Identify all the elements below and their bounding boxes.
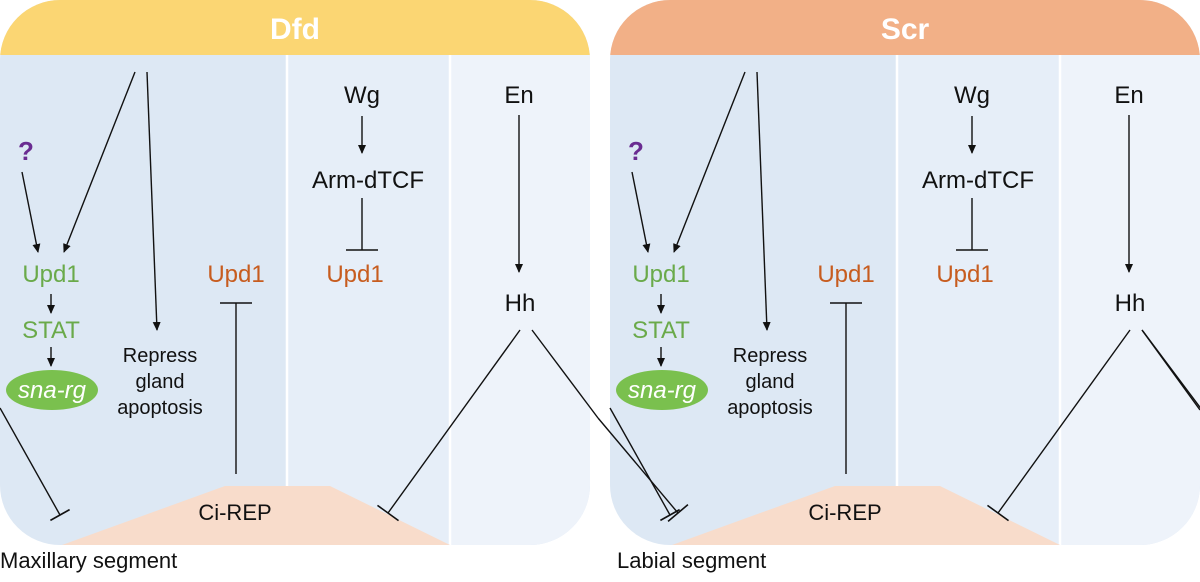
inhibit-left-to-ci-rep-stem	[609, 407, 671, 516]
hh-label: Hh	[505, 290, 536, 317]
arrow-question-to-upd1	[21, 171, 41, 253]
panel-header-bar	[0, 0, 590, 55]
arrow-header-to-upd1	[673, 71, 746, 253]
ci-rep-region	[672, 486, 1060, 545]
en-label: En	[1114, 82, 1143, 109]
wg-label: Wg	[344, 82, 380, 109]
panel-bg-middle	[287, 0, 450, 545]
sna-rg-ellipse	[6, 370, 98, 410]
wg-label: Wg	[954, 82, 990, 109]
arrow-question-to-upd1	[631, 171, 651, 253]
inhibit-left-to-ci-rep-stem	[0, 407, 61, 516]
stat-label: STAT	[632, 317, 690, 344]
inhibit-ci-rep-upd1	[220, 302, 252, 474]
arm-dtcf-label: Arm-dTCF	[312, 167, 424, 194]
stat-label: STAT	[22, 317, 80, 344]
inhibit-ci-rep-upd1	[830, 302, 862, 474]
inhibit-hh-to-ci-rep-stem	[387, 329, 521, 514]
question-mark: ?	[628, 136, 644, 166]
ci-rep-label: Ci-REP	[808, 500, 881, 525]
arrow-header-to-repress	[146, 71, 161, 331]
inhibit-dfd-hh-to-scr-ci-rep-bar	[667, 504, 689, 522]
panel-header-label: Scr	[881, 13, 930, 46]
upd1-green-label: Upd1	[22, 261, 79, 288]
arrow-header-to-upd1	[63, 71, 136, 253]
panel-bg-middle	[897, 0, 1060, 545]
sna-rg-label: sna-rg	[18, 377, 87, 404]
repress-line-2: gland	[136, 371, 185, 393]
repress-line-3: apoptosis	[117, 397, 203, 419]
inhibit-hh-to-ci-rep-bar	[986, 504, 1010, 522]
inhibit-left-to-ci-rep	[0, 407, 70, 522]
ci-rep-label: Ci-REP	[198, 500, 271, 525]
inhibit-hh-to-ci-rep	[986, 329, 1131, 522]
en-label: En	[504, 82, 533, 109]
panel-body-scr	[610, 0, 1200, 545]
inhibit-arm-upd1	[346, 198, 378, 251]
sna-rg-ellipse	[616, 370, 708, 410]
inhibit-hh-to-ci-rep	[376, 329, 521, 522]
upd1-orange-left-label: Upd1	[817, 261, 874, 288]
question-mark: ?	[18, 136, 34, 166]
repress-line-3: apoptosis	[727, 397, 813, 419]
arrow-header-to-repress	[756, 71, 771, 331]
inhibit-hh-to-ci-rep-stem	[997, 329, 1131, 514]
inhibit-left-to-ci-rep-bar	[50, 508, 70, 522]
upd1-orange-left-label: Upd1	[207, 261, 264, 288]
upd1-orange-mid-label: Upd1	[936, 261, 993, 288]
maxillary-caption: Maxillary segment	[0, 548, 178, 573]
inhibit-hh-to-ci-rep-bar	[376, 504, 400, 522]
ci-rep-region	[62, 486, 450, 545]
inhibit-arm-upd1	[956, 198, 988, 251]
labial-caption: Labial segment	[617, 548, 767, 573]
line-hh-right	[531, 329, 599, 419]
repress-line-1: Repress	[733, 345, 807, 367]
panel-header-bar	[610, 0, 1200, 55]
panel-body-dfd	[0, 0, 590, 545]
arm-dtcf-label: Arm-dTCF	[922, 167, 1034, 194]
repress-line-2: gland	[746, 371, 795, 393]
repress-line-1: Repress	[123, 345, 197, 367]
upd1-green-label: Upd1	[632, 261, 689, 288]
panel-header-label: Dfd	[270, 13, 320, 46]
sna-rg-label: sna-rg	[628, 377, 697, 404]
line-scr-hh-right-edge	[1141, 329, 1200, 411]
inhibit-dfd-hh-to-scr-ci-rep	[597, 417, 689, 522]
inhibit-dfd-hh-to-scr-ci-rep-stem	[597, 417, 679, 514]
hh-label: Hh	[1115, 290, 1146, 317]
upd1-orange-mid-label: Upd1	[326, 261, 383, 288]
